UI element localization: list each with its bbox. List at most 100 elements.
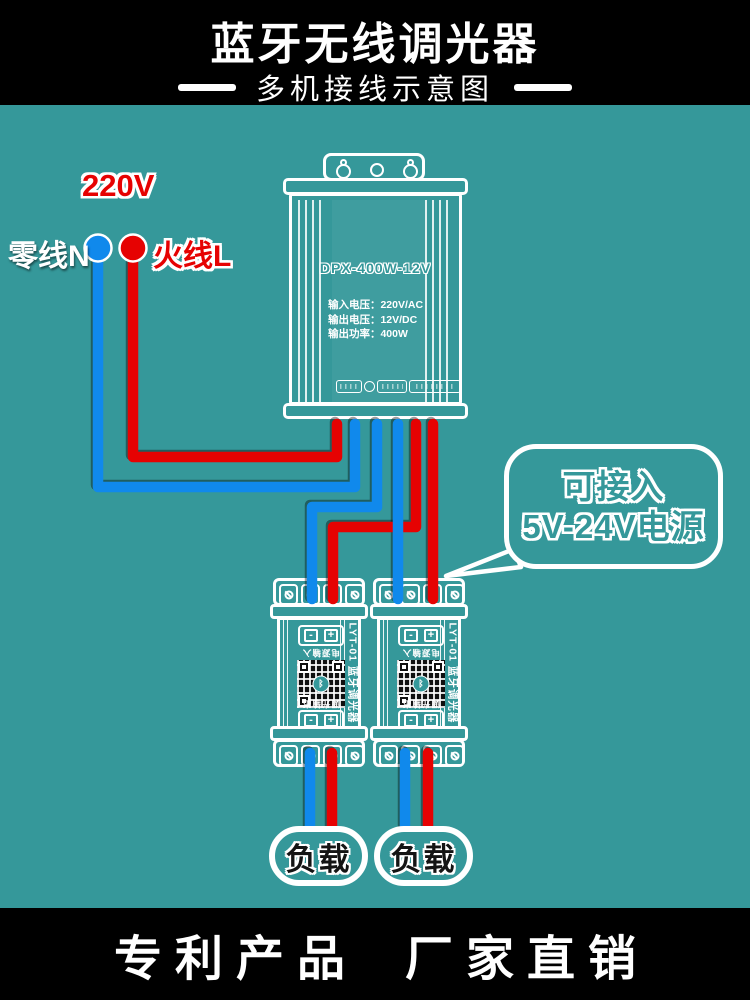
load-1: 负载 <box>269 826 368 886</box>
terminal-cell <box>445 745 464 766</box>
qr-finder-icon <box>298 695 310 707</box>
screw-icon <box>406 751 415 760</box>
screw-icon <box>328 751 337 760</box>
qr-finder-icon <box>398 661 410 673</box>
header-banner: 蓝牙无线调光器 多机接线示意图 <box>0 0 750 108</box>
screw-icon <box>306 590 315 599</box>
screw-icon <box>350 590 359 599</box>
terminal-cell <box>323 584 342 605</box>
terminal-cell <box>279 745 298 766</box>
dimmer-top-terminal-strip <box>373 578 465 606</box>
terminal-cell <box>301 584 320 605</box>
subtitle-row: 多机接线示意图 <box>0 66 750 108</box>
psu-input-terminal-box <box>336 380 362 393</box>
footer-text-right: 厂家直销 <box>405 933 650 986</box>
psu-spec-input-voltage: 输入电压：220V/AC <box>327 299 424 311</box>
terminal-cell <box>345 745 364 766</box>
terminal-cell <box>401 584 420 605</box>
qr-finder-icon <box>332 661 344 673</box>
live-dot-icon <box>118 233 148 263</box>
dimmer-model-text: LYT-01 蓝牙调光器 <box>446 622 458 724</box>
dimmer-bottom-terminal-strip <box>273 739 365 767</box>
terminal-cell <box>323 745 342 766</box>
keyhole-icon <box>336 164 351 179</box>
load-2: 负载 <box>374 826 473 886</box>
dimmer-input-label: 电源输入 <box>402 648 441 658</box>
footer-text-left: 专利产品 <box>113 933 358 986</box>
screw-icon <box>306 751 315 760</box>
dimmer-unit-2: - + 电源输入 ᛒ 调光输出 - + LYT-01 蓝牙调光器 <box>370 578 468 768</box>
dimmer-input-label: 电源输入 <box>302 648 341 658</box>
screw-icon <box>428 751 437 760</box>
terminal-cell <box>423 745 442 766</box>
label-neutral-wire: 零线N <box>8 240 90 273</box>
screw-icon <box>350 751 359 760</box>
dimmer-rail <box>283 620 288 726</box>
qr-code: ᛒ <box>397 660 445 708</box>
screw-icon <box>384 751 393 760</box>
keyhole-icon <box>403 164 418 179</box>
dimmer-body: - + 电源输入 ᛒ 调光输出 - + LYT-01 蓝牙调光器 <box>377 617 461 731</box>
dimmer-input-terminals: - + <box>398 625 444 646</box>
screw-icon <box>284 590 293 599</box>
dimmer-body: - + 电源输入 ᛒ 调光输出 - + LYT-01 蓝牙调光器 <box>277 617 361 731</box>
label-live-wire: 火线L <box>153 240 232 273</box>
label-220v: 220V <box>82 168 155 203</box>
wire-dc-minus-dimmer1 <box>306 418 383 605</box>
terminal-cell <box>423 584 442 605</box>
screw-icon <box>450 751 459 760</box>
screw-icon <box>406 590 415 599</box>
load-label: 负载 <box>390 841 457 877</box>
screw-icon <box>384 590 393 599</box>
dimmer-output-label: 调光输出 <box>302 699 341 709</box>
wire-dc-plus-dimmer1 <box>327 418 422 605</box>
load-label: 负载 <box>285 841 352 877</box>
qr-finder-icon <box>398 695 410 707</box>
dash-right <box>514 83 572 91</box>
screw-icon <box>328 590 337 599</box>
bluetooth-icon: ᛒ <box>312 675 330 693</box>
power-supply-unit: DPX-400W-12V 输入电压：220V/AC 输出电压：12V/DC 输出… <box>283 153 468 419</box>
power-range-callout: 可接入 5V-24V电源 <box>504 444 723 569</box>
screw-icon <box>428 590 437 599</box>
psu-output-terminal-box <box>409 380 461 393</box>
plus-terminal: + <box>324 628 338 642</box>
screw-hole-icon <box>370 163 384 177</box>
dimmer-input-terminals: - + <box>298 625 344 646</box>
dash-left <box>177 83 236 91</box>
minus-terminal: - <box>404 713 418 727</box>
qr-finder-icon <box>432 661 444 673</box>
plus-terminal: + <box>424 628 438 642</box>
psu-bottom-flange <box>283 403 468 419</box>
terminal-cell <box>379 745 398 766</box>
dimmer-top-terminal-strip <box>273 578 365 606</box>
psu-specs: 输入电压：220V/AC 输出电压：12V/DC 输出功率：400W <box>328 298 423 342</box>
terminal-cell <box>345 584 364 605</box>
psu-body: DPX-400W-12V 输入电压：220V/AC 输出电压：12V/DC 输出… <box>289 193 462 405</box>
psu-heatsink-fins-left <box>298 200 326 402</box>
psu-spec-output-power: 输出功率：400W <box>327 328 408 340</box>
qr-finder-icon <box>298 661 310 673</box>
ground-icon <box>364 381 375 392</box>
page-subtitle: 多机接线示意图 <box>255 74 494 106</box>
bluetooth-icon: ᛒ <box>412 675 430 693</box>
callout-line1: 可接入 <box>562 467 665 505</box>
screw-icon <box>284 751 293 760</box>
minus-terminal: - <box>404 628 418 642</box>
dimmer-output-label: 调光输出 <box>402 699 441 709</box>
terminal-cell <box>379 584 398 605</box>
terminal-cell <box>445 584 464 605</box>
dimmer-rail <box>383 620 388 726</box>
minus-terminal: - <box>304 713 318 727</box>
callout-line2: 5V-24V电源 <box>522 507 705 545</box>
minus-terminal: - <box>304 628 318 642</box>
plus-terminal: + <box>424 713 438 727</box>
keyhole-notch-icon <box>340 158 347 166</box>
psu-mounting-bracket <box>323 153 425 181</box>
psu-model-text: DPX-400W-12V <box>319 260 432 276</box>
psu-output-terminal-box <box>377 380 407 393</box>
dimmer-model-text: LYT-01 蓝牙调光器 <box>346 622 358 724</box>
keyhole-notch-icon <box>407 158 414 166</box>
plus-terminal: + <box>324 713 338 727</box>
